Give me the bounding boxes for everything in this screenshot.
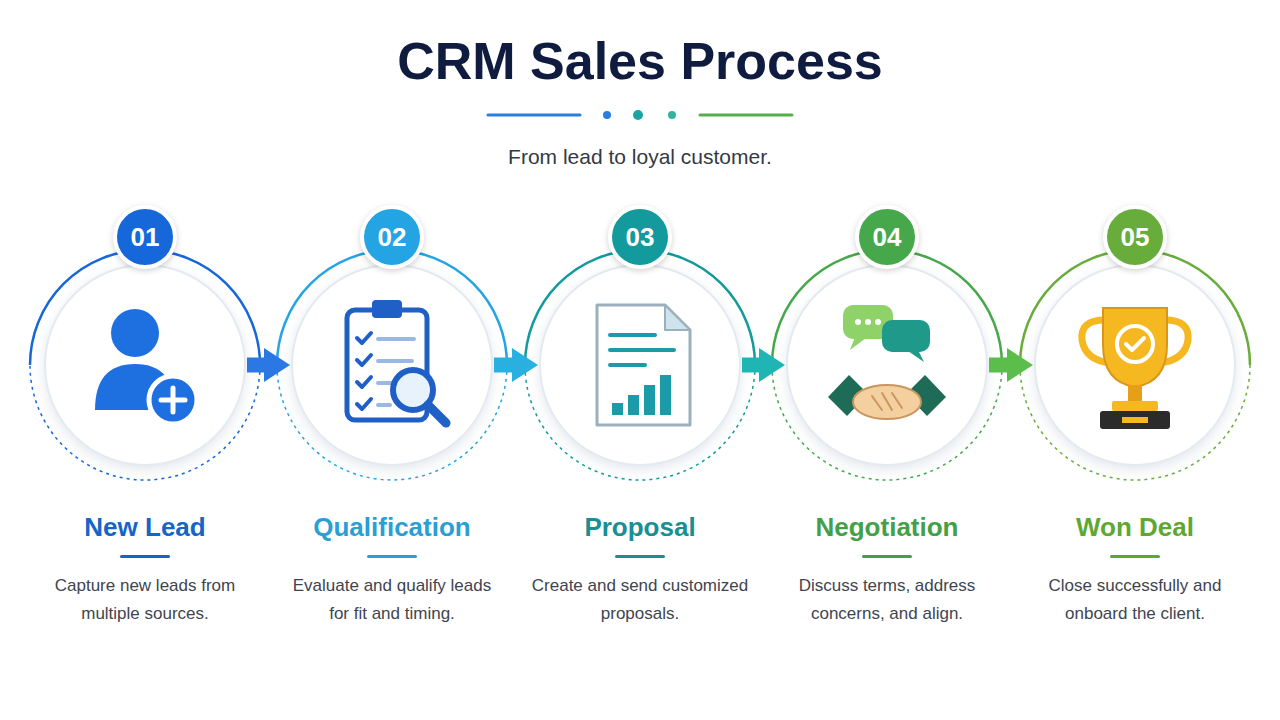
step-number-badge: 01: [113, 205, 177, 269]
icon-circle-space: [277, 260, 507, 510]
title-divider-part: [633, 110, 643, 120]
clipboard-icon-part: [428, 405, 446, 423]
handshake-icon-part: [882, 320, 930, 352]
step-number-badge: 02: [360, 205, 424, 269]
add-user-icon-part: [149, 376, 197, 424]
step-node: ProposalCreate and send customized propo…: [525, 260, 755, 628]
trophy-icon-part: [1122, 417, 1148, 423]
step-description: Capture new leads from multiple sources.: [30, 572, 260, 628]
proposal-document-icon-part: [610, 335, 674, 365]
step-ring-part: [540, 265, 740, 465]
diagram-caption: From lead to loyal customer.: [0, 143, 1280, 171]
step-node: Won DealClose successfully and onboard t…: [1020, 260, 1250, 628]
title-divider-part: [700, 114, 792, 117]
add-user-icon-part: [111, 309, 159, 357]
heading-underline: [862, 555, 912, 558]
proposal-document-icon-part: [628, 395, 639, 415]
step-number-badge: 05: [1103, 205, 1167, 269]
handshake-icon-part: [865, 319, 871, 325]
step-heading: New Lead: [30, 510, 260, 544]
flow-arrow: [989, 358, 1013, 373]
step-node: New LeadCapture new leads from multiple …: [30, 260, 260, 628]
heading-underline: [120, 555, 170, 558]
trophy-icon-part: [1112, 401, 1158, 411]
handshake-icon-part: [855, 319, 861, 325]
trophy-icon-part: [1100, 411, 1170, 429]
proposal-document-icon-part: [597, 305, 690, 425]
handshake-icon-part: [850, 337, 866, 350]
trophy-icon-part: [1128, 385, 1142, 403]
handshake-icon: [828, 305, 946, 419]
trophy-icon-part: [1126, 338, 1144, 350]
title-divider: [488, 110, 792, 120]
trophy-icon: [1082, 308, 1188, 429]
clipboard-icon: [347, 300, 446, 423]
step-number: 03: [626, 222, 655, 252]
step-number: 04: [873, 222, 902, 252]
step-heading: Negotiation: [772, 510, 1002, 544]
title-divider-part: [488, 114, 580, 117]
title-divider-part: [603, 111, 611, 119]
step-ring-part: [292, 265, 492, 465]
clipboard-icon-part: [357, 333, 371, 409]
trophy-icon-part: [1117, 326, 1153, 362]
proposal-document-icon-part: [665, 305, 690, 330]
handshake-icon-part: [853, 385, 921, 419]
add-user-icon: [95, 309, 197, 424]
step-ring: [30, 250, 1250, 480]
proposal-document-icon-part: [660, 375, 671, 415]
handshake-icon-part: [872, 393, 902, 410]
step-number: 05: [1121, 222, 1150, 252]
clipboard-icon-part: [372, 300, 402, 318]
heading-underline: [615, 555, 665, 558]
step-description: Evaluate and qualify leads for fit and t…: [277, 572, 507, 628]
icon-circle-space: [1020, 260, 1250, 510]
step-description: Close successfully and onboard the clien…: [1020, 572, 1250, 628]
diagram-title: CRM Sales Process: [0, 30, 1280, 92]
step-heading: Won Deal: [1020, 510, 1250, 544]
flow-arrow: [494, 358, 518, 373]
step-number: 01: [131, 222, 160, 252]
add-user-icon-part: [161, 388, 185, 412]
step-number: 02: [378, 222, 407, 252]
heading-underline: [367, 555, 417, 558]
flow-arrow: [247, 358, 270, 373]
icon-circle-space: [30, 260, 260, 510]
step-ring-part: [45, 265, 245, 465]
step-node: NegotiationDiscuss terms, address concer…: [772, 260, 1002, 628]
step-description: Discuss terms, address concerns, and ali…: [772, 572, 1002, 628]
proposal-document-icon-part: [612, 403, 623, 415]
title-divider-part: [668, 111, 676, 119]
step-node: QualificationEvaluate and qualify leads …: [277, 260, 507, 628]
step-number-badge: 04: [855, 205, 919, 269]
trophy-icon-part: [1103, 308, 1167, 387]
icon-circle-space: [772, 260, 1002, 510]
heading-underline: [1110, 555, 1160, 558]
handshake-icon-part: [908, 350, 924, 362]
step-description: Create and send customized proposals.: [525, 572, 755, 628]
step-heading: Qualification: [277, 510, 507, 544]
step-ring-part: [787, 265, 987, 465]
step-heading: Proposal: [525, 510, 755, 544]
proposal-document-icon: [597, 305, 690, 425]
flow-arrow: [742, 358, 765, 373]
proposal-document-icon-part: [644, 385, 655, 415]
handshake-icon-part: [875, 319, 881, 325]
step-number-badge: 03: [608, 205, 672, 269]
step-ring-part: [1035, 265, 1235, 465]
icon-circle-space: [525, 260, 755, 510]
